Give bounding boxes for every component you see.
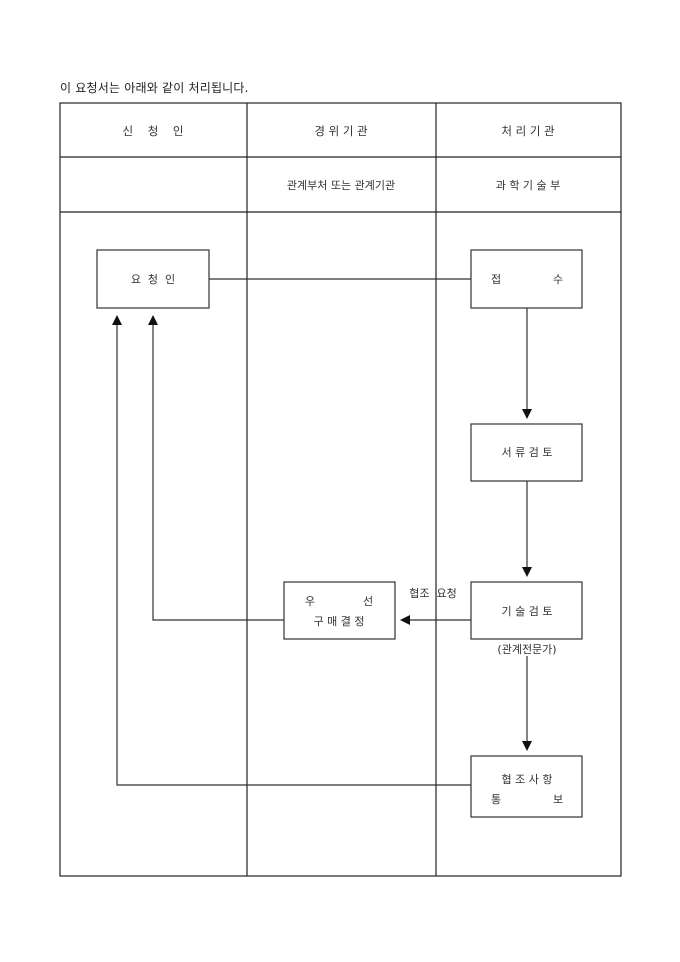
page-caption: 이 요청서는 아래와 같이 처리됩니다. [60, 81, 249, 95]
edge-notify-to-requester [112, 315, 471, 786]
node-priority-label-right: 선 [363, 595, 373, 608]
header-processor: 처 리 기 관 [501, 124, 555, 138]
node-cooperation-label: 협 조 사 항 [502, 773, 553, 786]
subheader-intermediary: 관계부처 또는 관계기관 [287, 179, 395, 192]
node-document-review-label: 서 류 검 토 [502, 446, 553, 459]
table-border [59, 102, 622, 877]
node-technical-review-note: (관계전문가) [497, 643, 556, 656]
node-receipt-label-right: 수 [553, 273, 563, 286]
node-requester: 요 청 인 [96, 249, 210, 309]
node-notify-label-right: 보 [553, 793, 563, 806]
subheader-processor: 과 학 기 술 부 [496, 179, 561, 192]
node-cooperation-notify: 협 조 사 항 통 보 [470, 755, 583, 818]
header-intermediary: 경 위 기 관 [314, 124, 368, 138]
node-priority-purchase-decision: 우 선 구 매 결 정 [283, 581, 396, 640]
node-receipt-label-left: 접 [491, 273, 501, 286]
header-applicant: 신 청 인 [123, 124, 184, 138]
edge-purchase-decision-to-requester [148, 315, 284, 621]
node-priority-label-left: 우 [305, 595, 315, 608]
node-receipt: 접 수 [470, 249, 583, 309]
node-technical-review: 기 술 검 토 (관계전문가) [470, 581, 583, 656]
node-technical-review-label: 기 술 검 토 [502, 605, 553, 618]
node-notify-label-left: 통 [491, 793, 501, 806]
node-document-review: 서 류 검 토 [470, 423, 583, 482]
node-purchase-decision-label: 구 매 결 정 [314, 615, 365, 628]
edge-label-cooperation-request: 협조 요청 [409, 587, 456, 600]
node-requester-label: 요 청 인 [131, 273, 175, 286]
